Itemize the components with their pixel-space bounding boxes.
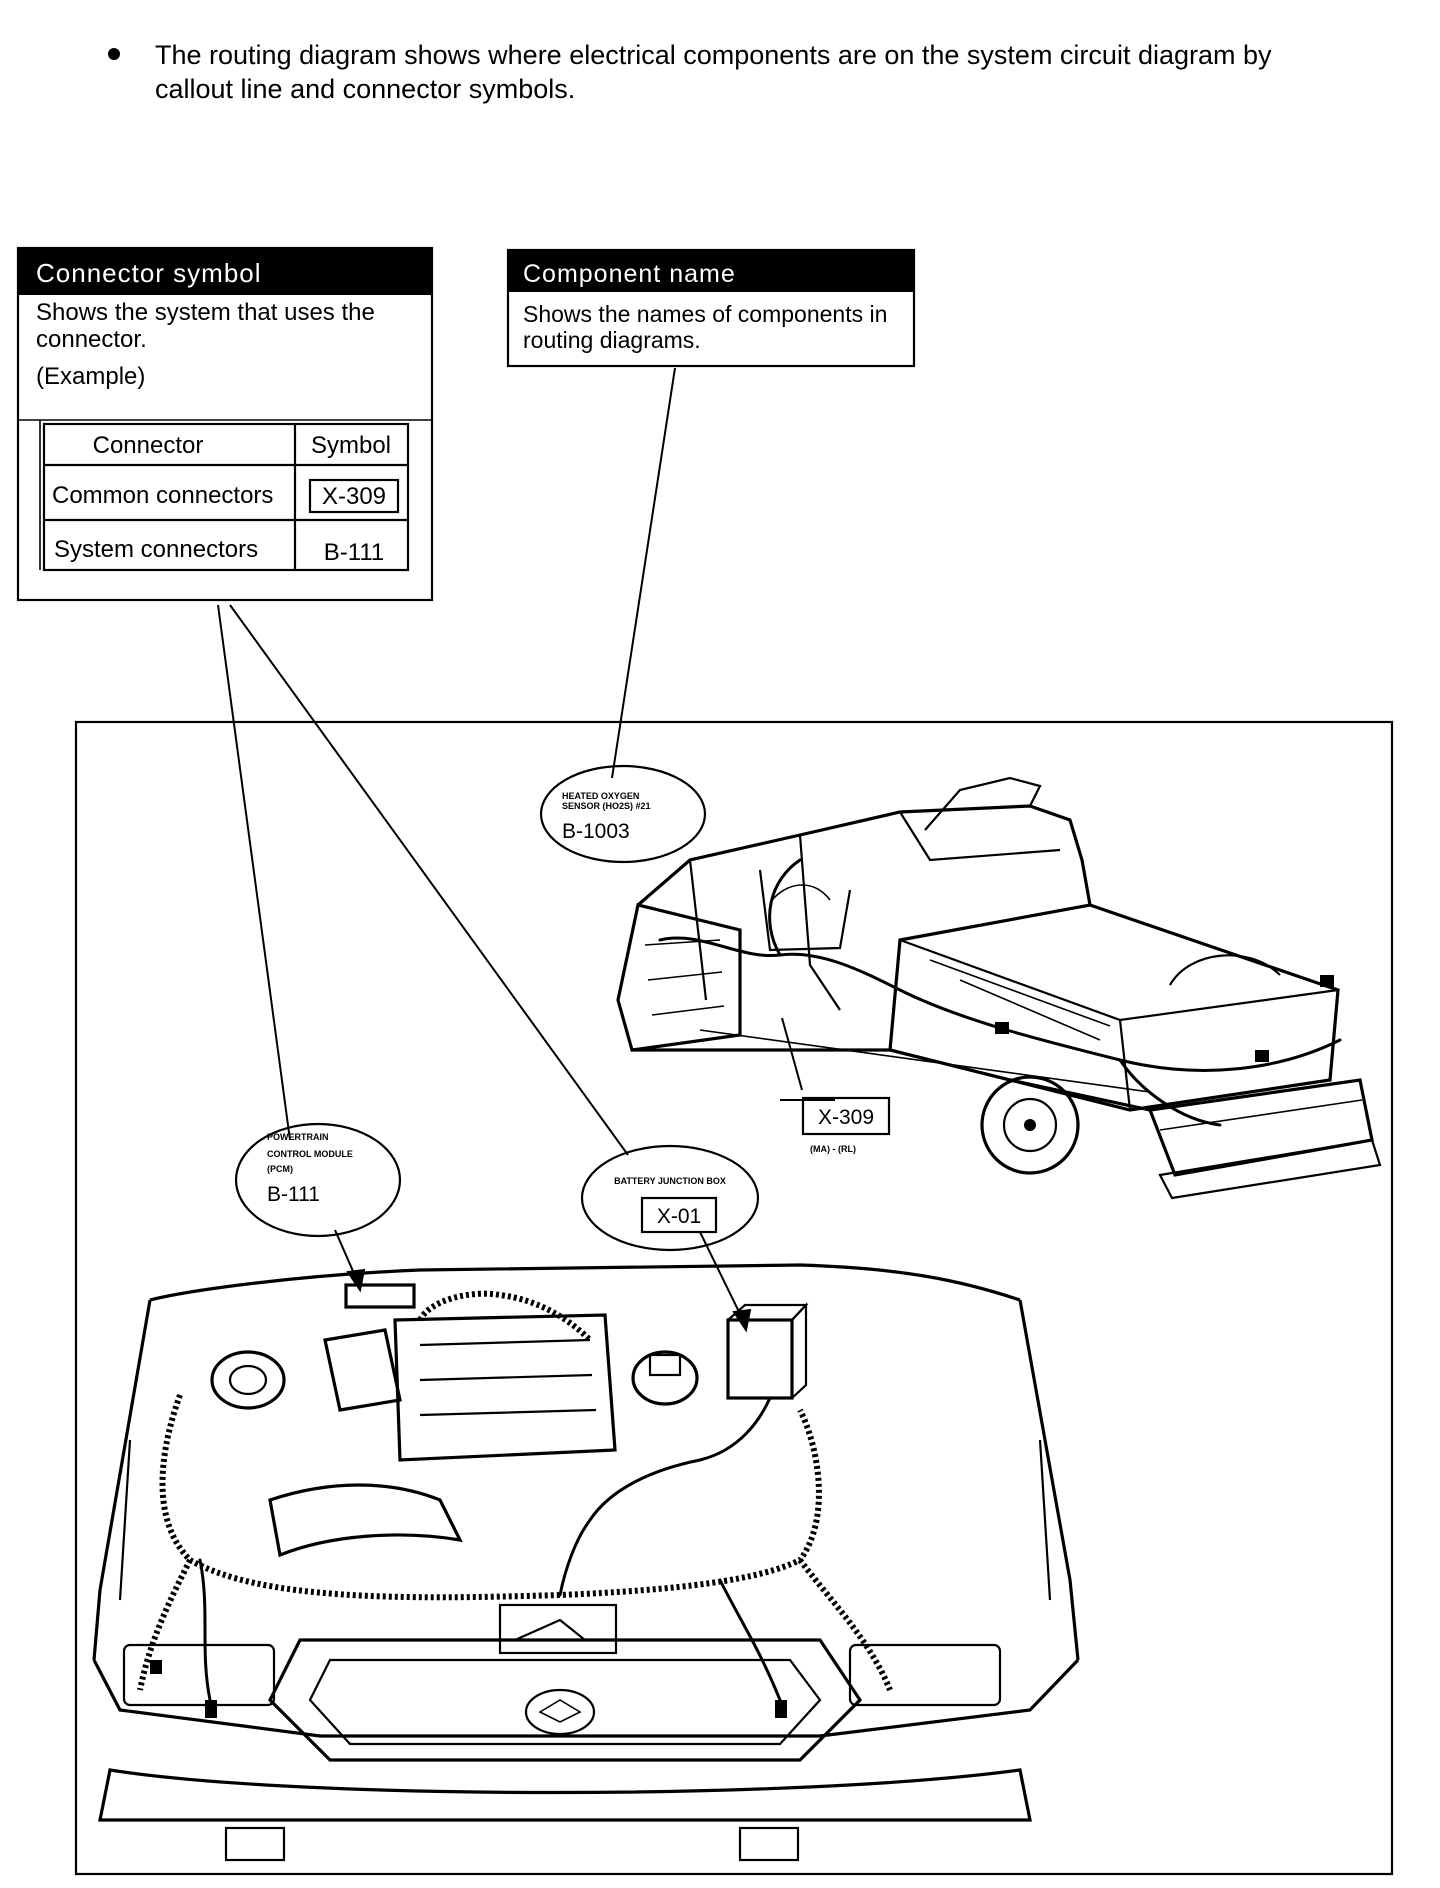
engine-bay-illustration bbox=[92, 1263, 1080, 1862]
symbol-box-x309 bbox=[308, 478, 400, 514]
pcm-name-2: CONTROL MODULE bbox=[267, 1149, 353, 1159]
table-row-system-symbol: B-111 bbox=[324, 539, 384, 566]
x309-code: X-309 bbox=[818, 1106, 874, 1129]
component-name-title: Component name bbox=[523, 260, 736, 288]
table-row-common-symbol: X-309 bbox=[322, 483, 386, 510]
ho2s-name-2: SENSOR (HO2S) #21 bbox=[562, 801, 651, 811]
pcm-name-3: (PCM) bbox=[267, 1164, 293, 1174]
connector-symbol-title: Connector symbol bbox=[36, 258, 262, 288]
connector-symbol-desc-1: Shows the system that uses the bbox=[36, 299, 375, 326]
table-row-common-label: Common connectors bbox=[52, 482, 273, 509]
pickup-truck-illustration bbox=[616, 776, 1382, 1200]
callout-leader-lines bbox=[217, 367, 835, 1156]
pcm-name-1: POWERTRAIN bbox=[267, 1132, 329, 1142]
ho2s-code: B-1003 bbox=[562, 820, 630, 843]
callout-x309: X-309 (MA) - (RL) bbox=[801, 1096, 891, 1154]
component-name-header bbox=[508, 250, 914, 292]
intro-line-2: callout line and connector symbols. bbox=[155, 74, 575, 104]
callout-ho2s: HEATED OXYGEN SENSOR (HO2S) #21 B-1003 bbox=[539, 764, 707, 864]
component-name-desc-2: routing diagrams. bbox=[523, 327, 701, 353]
x309-note: (MA) - (RL) bbox=[810, 1144, 856, 1154]
bjb-code: X-01 bbox=[657, 1205, 701, 1228]
intro-text: The routing diagram shows where electric… bbox=[108, 40, 1272, 104]
connector-table: Connector Symbol Common connectors X-309… bbox=[39, 420, 410, 572]
bjb-symbol-box bbox=[640, 1196, 718, 1234]
connector-symbol-box: Connector symbol Shows the system that u… bbox=[16, 246, 434, 602]
table-header-symbol: Symbol bbox=[311, 432, 391, 459]
table-row-system-label: System connectors bbox=[54, 536, 258, 563]
component-name-desc-1: Shows the names of components in bbox=[523, 301, 887, 327]
callout-pcm: POWERTRAIN CONTROL MODULE (PCM) B-111 bbox=[234, 1122, 402, 1238]
connector-symbol-example: (Example) bbox=[36, 363, 145, 390]
connector-symbol-desc-2: connector. bbox=[36, 326, 147, 353]
intro-line-1: The routing diagram shows where electric… bbox=[155, 40, 1272, 70]
table-header-connector: Connector bbox=[93, 432, 204, 459]
bjb-name: BATTERY JUNCTION BOX bbox=[614, 1176, 726, 1186]
connector-symbol-header bbox=[18, 248, 432, 295]
bullet-icon bbox=[108, 48, 120, 60]
x309-symbol-box bbox=[801, 1096, 891, 1136]
illustration-frame bbox=[74, 720, 1394, 1876]
component-name-box: Component name Shows the names of compon… bbox=[506, 248, 916, 368]
callout-battery-junction-box: BATTERY JUNCTION BOX X-01 bbox=[580, 1144, 760, 1252]
pcm-code: B-111 bbox=[267, 1183, 320, 1206]
ho2s-name-1: HEATED OXYGEN bbox=[562, 791, 639, 801]
